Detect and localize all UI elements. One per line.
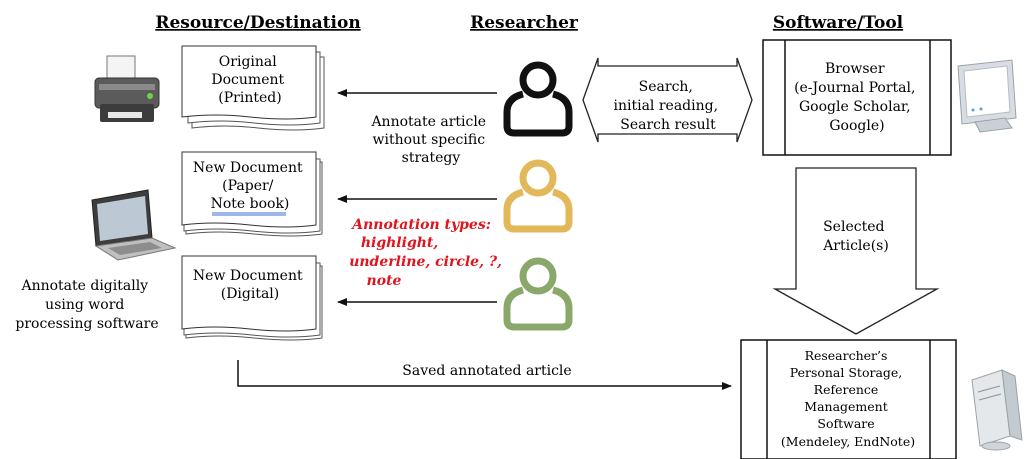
desktop-tower-icon [971, 369, 1023, 451]
document-original: Original Document (Printed) [181, 45, 325, 131]
saved-article-label: Saved annotated article [402, 363, 571, 379]
browser-box: Browser (e-Journal Portal, Google Schola… [762, 39, 952, 156]
header-resource: Resource/Destination [155, 13, 360, 33]
laptop-icon [91, 189, 177, 261]
person-icon [503, 159, 573, 233]
header-researcher: Researcher [470, 13, 579, 33]
saved-article-arrow [237, 360, 732, 390]
printer-icon [94, 55, 160, 122]
svg-text:Researcher’s Personal St: Researcher’s Personal Storage, Reference… [781, 348, 915, 449]
document-paper: New Document (Paper/ Note book) [181, 151, 323, 237]
svg-text:Search, initial reading,: Search, initial reading, Search result [614, 79, 723, 133]
svg-text:New Document (Paper/: New Document (Paper/ Note book) [193, 160, 307, 212]
search-double-arrow: Search, initial reading, Search result [582, 57, 753, 143]
annotation-types: Annotation types: highlight, underline, … [349, 217, 507, 289]
person-icon [503, 61, 573, 137]
svg-text:Original Document: Original Document (Printed) [211, 54, 288, 106]
header-software: Software/Tool [773, 13, 904, 33]
svg-text:New Document (Digital): New Document (Digital) [193, 268, 307, 302]
left-note: Annotate digitally using word processing… [15, 278, 158, 332]
person-icon [503, 257, 573, 331]
svg-text:Selected Article(s): Selected Article(s) [822, 219, 889, 254]
svg-text:Browser (e-Journal Porta: Browser (e-Journal Portal, Google Schola… [794, 61, 920, 134]
center-note: Annotate article without specific strate… [370, 114, 490, 166]
monitor-icon [957, 59, 1017, 133]
storage-box: Researcher’s Personal Storage, Reference… [740, 339, 957, 459]
selected-articles-arrow: Selected Article(s) [772, 167, 940, 335]
document-digital: New Document (Digital) [181, 255, 323, 341]
